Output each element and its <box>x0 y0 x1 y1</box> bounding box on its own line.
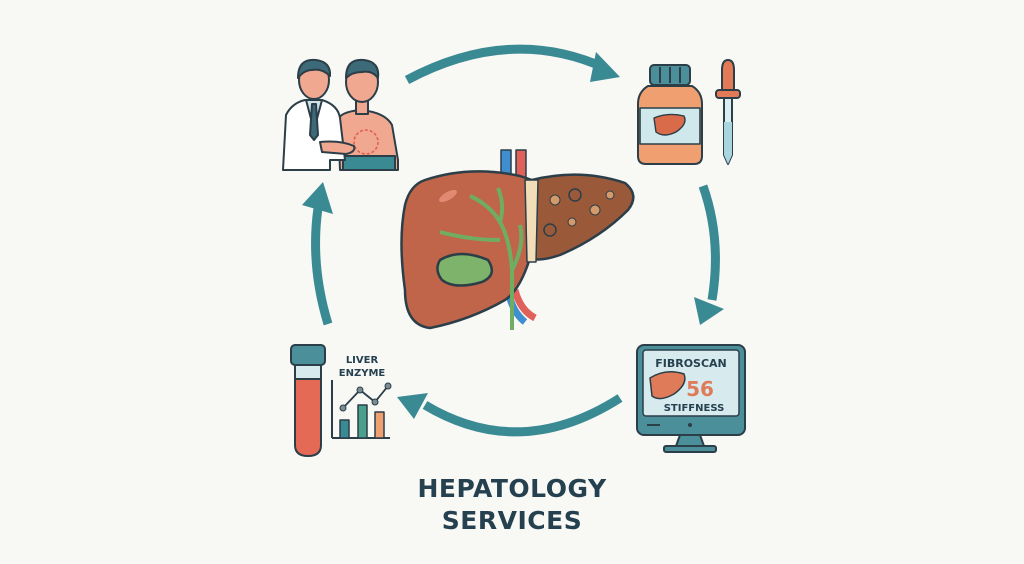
liver-icon <box>400 149 635 330</box>
arrow-right-icon <box>694 184 724 325</box>
arrow-top-icon <box>404 44 620 84</box>
stiffness-value: 56 <box>686 377 714 401</box>
doctor-patient-exam-icon <box>282 58 399 171</box>
medicine-bottle-dropper-icon <box>637 59 741 165</box>
monitor-icon: FIBROSCAN 56 STIFFNESS <box>636 344 746 453</box>
title-line-1: HEPATOLOGY <box>417 474 607 503</box>
arrow-left-icon <box>302 182 333 326</box>
arrow-bottom-icon <box>397 393 623 437</box>
liver-label: LIVER <box>346 355 379 366</box>
enzyme-label: ENZYME <box>339 368 386 379</box>
title-line-2: SERVICES <box>441 506 583 535</box>
test-tube-chart-icon: LIVER ENZYME <box>290 344 392 457</box>
fibroscan-label: FIBROSCAN <box>655 357 727 370</box>
stiffness-label: STIFFNESS <box>664 403 725 414</box>
